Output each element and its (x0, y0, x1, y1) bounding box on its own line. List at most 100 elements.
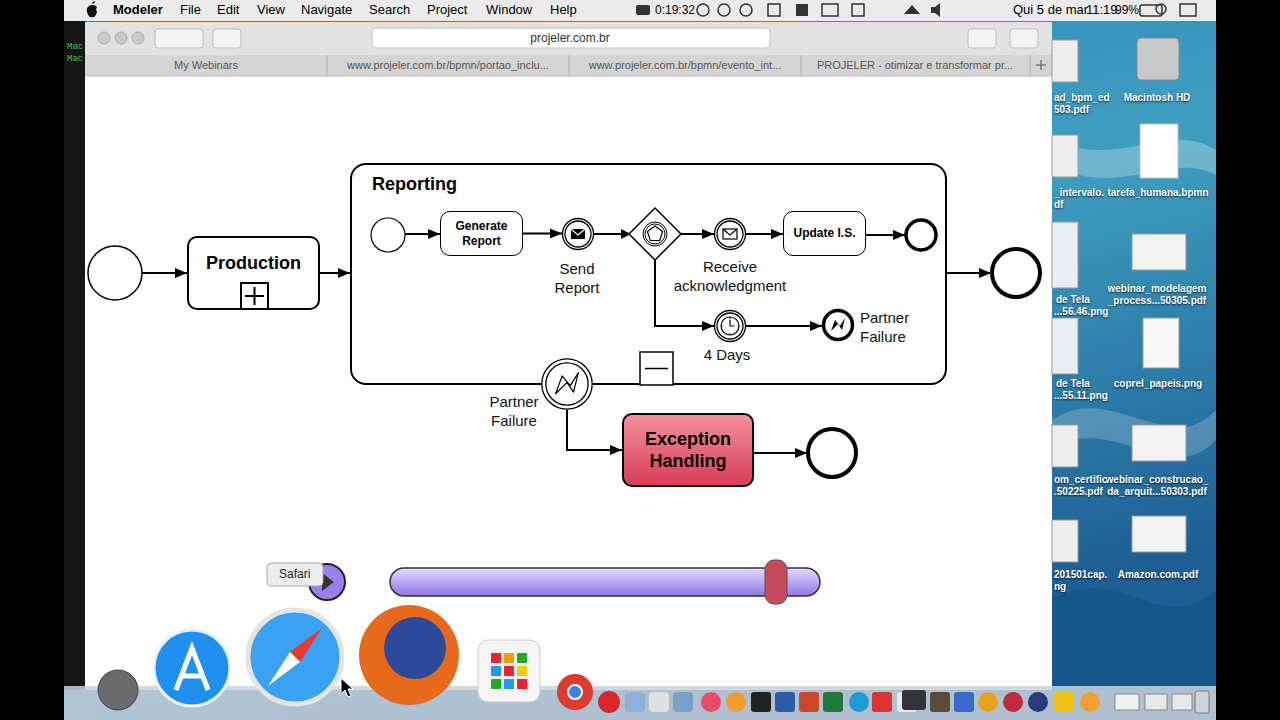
error-boundary-event: Partner Failure (541, 358, 593, 410)
file-thumbnail (1143, 318, 1179, 368)
menu-item: Navigate (301, 2, 352, 18)
event-label: Receive acknowledgment (665, 257, 795, 295)
slider-thumb (765, 560, 787, 604)
volume-icon (931, 3, 940, 17)
sequence-flow (405, 233, 440, 235)
error-end-event: Partner Failure (822, 309, 854, 341)
event-label: Partner Failure (860, 308, 922, 346)
event-circle (562, 218, 594, 250)
error-glyph (831, 318, 845, 331)
gateway-ring (643, 222, 667, 246)
desktop-file-label: 503.pdf (1054, 104, 1089, 116)
grid-cell (491, 666, 501, 676)
file-thumbnail (1052, 135, 1078, 177)
dock-icon (775, 692, 795, 712)
dock-icon (1054, 692, 1074, 712)
drive-icon (1137, 38, 1179, 80)
envelope-flap (571, 229, 585, 235)
event-label: Partner Failure (484, 392, 544, 430)
menu-item: Search (369, 2, 410, 18)
menu-icon (697, 4, 709, 16)
desktop-file-label: ...55.11.png (1054, 390, 1108, 402)
dock-icon (930, 692, 950, 712)
wifi-icon (904, 5, 920, 14)
event-label: 4 Days (687, 345, 767, 364)
browser-toolbar (85, 22, 1052, 55)
window-button (98, 32, 110, 44)
dock-icon (1080, 692, 1100, 712)
dock-icon (978, 692, 998, 712)
sequence-flow (947, 272, 991, 274)
menu-bar (64, 0, 1216, 21)
file-thumbnail (1052, 425, 1078, 467)
app-store-icon (154, 630, 230, 706)
window-button (132, 32, 144, 44)
dock-icon (673, 692, 693, 712)
menu-icon (636, 5, 650, 15)
grid-cell (491, 679, 501, 689)
desktop-file-label: ...56.46.png (1054, 306, 1108, 318)
sequence-flow (594, 234, 714, 326)
dock-icon (902, 690, 926, 710)
start-event (88, 246, 142, 300)
desktop-file-label: .50225.pdf (1054, 486, 1103, 498)
event-ring (546, 363, 588, 405)
event-ring (717, 221, 743, 247)
clock-face (721, 317, 739, 335)
event-circle (714, 310, 746, 342)
dock-icon (598, 691, 620, 713)
tooltip-box (267, 563, 323, 586)
dock-icon (751, 692, 771, 712)
tab-bar-border (85, 76, 1052, 77)
file-thumbnail (1132, 425, 1186, 461)
desktop-file-label: om_certific (1054, 474, 1107, 486)
envelope-glyph (571, 229, 585, 239)
sequence-flow (594, 233, 714, 235)
expanded-subprocess: ReportingGenerate ReportSend ReportRecei… (350, 163, 947, 385)
event-ring (715, 311, 746, 342)
firefox-globe (384, 617, 446, 679)
minus-sign (645, 368, 668, 370)
menu-item: 11:19 (1086, 2, 1118, 18)
tabs-button (1010, 29, 1038, 48)
desktop-file-label: _intervalo. (1054, 187, 1104, 199)
start-event (371, 218, 405, 252)
collapse-marker (241, 283, 268, 309)
event-circle (541, 358, 593, 410)
compass-needle (290, 628, 322, 662)
menu-item: Qui 5 de mar (1013, 2, 1088, 18)
menu-item: File (180, 2, 201, 18)
dock-icon (701, 692, 721, 712)
menu-icon (768, 4, 780, 16)
launchpad-rocket-icon (98, 670, 138, 710)
sequence-flow (754, 452, 807, 454)
grid-cell (517, 679, 527, 689)
timer-event: 4 Days (714, 310, 746, 342)
plus-sign (245, 287, 264, 305)
desktop-file-label: ad_bpm_ed (1054, 92, 1110, 104)
dock-icon (1028, 692, 1048, 712)
task-box: Generate Report (440, 211, 523, 256)
browser-window (85, 22, 1052, 690)
file-thumbnail (1052, 520, 1078, 562)
file-thumbnail (1052, 40, 1078, 82)
desktop-file-label: df (1054, 199, 1063, 211)
event-circle (714, 218, 746, 250)
desktop-file-label: Amazon.com.pdf (1103, 569, 1213, 581)
desktop-file-label: ng (1054, 581, 1066, 593)
end-event (808, 429, 856, 477)
grid-cell (491, 653, 501, 663)
end-event (906, 220, 936, 250)
task-label: Update I.S. (793, 226, 855, 241)
event-ring (565, 221, 591, 247)
pentagon-marker (647, 226, 662, 241)
dock-icon (954, 692, 974, 712)
menu-icon (796, 4, 808, 16)
dock-icon (1172, 694, 1192, 710)
file-thumbnail (1132, 234, 1186, 270)
